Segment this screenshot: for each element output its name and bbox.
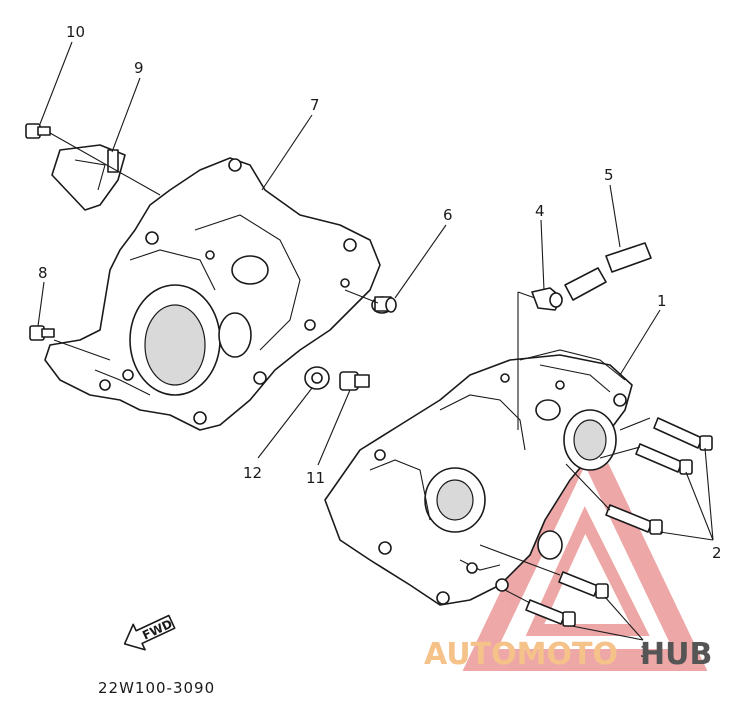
bolts-part-2 bbox=[605, 417, 713, 535]
crankcase-left-half bbox=[44, 157, 381, 431]
callout-5: 5 bbox=[604, 166, 614, 184]
bolts-part-3 bbox=[525, 571, 609, 627]
plug-part-11 bbox=[339, 371, 370, 391]
callout-12: 12 bbox=[243, 464, 262, 482]
fitting-part-4 bbox=[531, 287, 563, 311]
callout-3: 3 bbox=[640, 643, 650, 661]
leader-lines bbox=[37, 41, 714, 641]
bolt-part-10 bbox=[25, 123, 51, 139]
bolt-part-8 bbox=[29, 325, 55, 341]
watermark-logo: AUTOMOTO HUB bbox=[424, 637, 712, 672]
callout-1: 1 bbox=[657, 292, 667, 310]
callout-11: 11 bbox=[306, 469, 325, 487]
bracket-plate-part-9 bbox=[51, 144, 126, 211]
callout-6: 6 bbox=[443, 206, 453, 224]
callout-4: 4 bbox=[535, 202, 545, 220]
callout-labels: 1 2 3 4 5 6 7 8 9 10 11 12 bbox=[38, 23, 722, 661]
pipe-part-5 bbox=[564, 242, 652, 301]
callout-2: 2 bbox=[712, 544, 722, 562]
washer-part-12 bbox=[304, 366, 330, 390]
alignment-lines bbox=[49, 132, 651, 604]
crankcase-right-half bbox=[324, 349, 633, 606]
callout-9: 9 bbox=[134, 59, 144, 77]
drawing-code: 22W100-3090 bbox=[98, 679, 215, 697]
callout-7: 7 bbox=[310, 96, 320, 114]
callout-10: 10 bbox=[66, 23, 85, 41]
watermark-text-hub: HUB bbox=[640, 637, 712, 672]
dowel-part-6 bbox=[371, 296, 397, 314]
watermark-text-automoto: AUTOMOTO bbox=[424, 637, 618, 672]
callout-8: 8 bbox=[38, 264, 48, 282]
forward-arrow: FWD bbox=[123, 614, 176, 651]
